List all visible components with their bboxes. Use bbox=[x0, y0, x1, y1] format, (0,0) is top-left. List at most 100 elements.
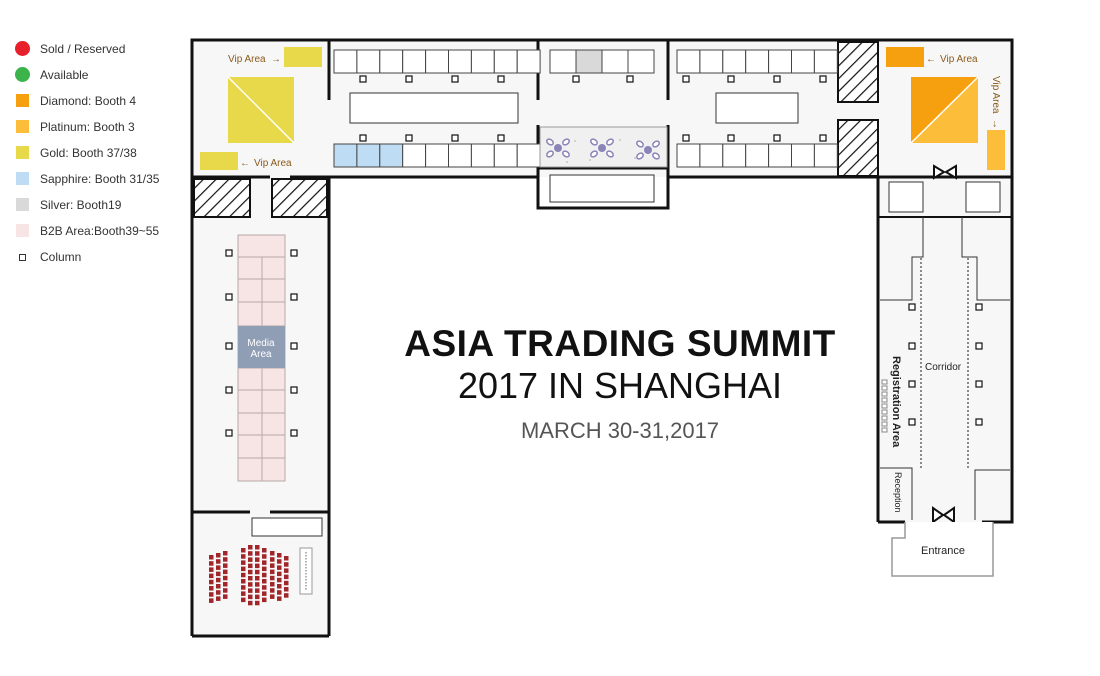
vip-booth[interactable] bbox=[284, 47, 322, 67]
seat bbox=[223, 557, 228, 562]
seat bbox=[223, 582, 228, 587]
booth[interactable] bbox=[768, 143, 792, 168]
booth[interactable] bbox=[425, 49, 450, 74]
column-marker bbox=[225, 249, 233, 257]
booth[interactable] bbox=[768, 49, 792, 74]
booth[interactable] bbox=[676, 143, 701, 168]
chair bbox=[881, 403, 888, 409]
legend-swatch bbox=[15, 41, 30, 56]
hatched-block bbox=[837, 119, 879, 177]
booth[interactable] bbox=[627, 49, 655, 74]
booth[interactable] bbox=[722, 143, 747, 168]
booth[interactable] bbox=[516, 49, 541, 74]
booth[interactable] bbox=[676, 49, 701, 74]
floor-pattern bbox=[574, 140, 576, 142]
booth[interactable] bbox=[745, 143, 770, 168]
media-area[interactable] bbox=[238, 326, 285, 368]
arrow-left-icon: ← bbox=[926, 54, 936, 65]
column-marker bbox=[908, 418, 916, 426]
seat bbox=[241, 585, 246, 590]
booth[interactable] bbox=[333, 49, 358, 74]
booth[interactable] bbox=[699, 49, 724, 74]
seat bbox=[255, 582, 260, 587]
vip-booth[interactable] bbox=[200, 152, 238, 170]
booth[interactable] bbox=[448, 143, 472, 168]
vip-booth-platinum[interactable] bbox=[987, 130, 1005, 170]
legend-item: Gold: Booth 37/38 bbox=[14, 144, 184, 170]
booth[interactable] bbox=[448, 49, 472, 74]
legend-swatch bbox=[16, 146, 29, 159]
legend-label: Sold / Reserved bbox=[40, 42, 126, 56]
booth[interactable] bbox=[722, 49, 747, 74]
booth[interactable] bbox=[470, 49, 495, 74]
seat bbox=[209, 561, 214, 566]
seat bbox=[216, 590, 221, 595]
booth[interactable] bbox=[791, 143, 815, 168]
booth[interactable] bbox=[791, 49, 815, 74]
seat bbox=[248, 600, 253, 606]
booth[interactable] bbox=[333, 143, 358, 168]
seat bbox=[223, 575, 228, 581]
booth[interactable] bbox=[379, 143, 404, 168]
booth[interactable] bbox=[402, 143, 427, 168]
column-marker bbox=[908, 303, 916, 311]
column-marker bbox=[290, 386, 298, 394]
booth[interactable] bbox=[493, 143, 518, 168]
hatched-block bbox=[193, 178, 251, 218]
booth-row-top-a bbox=[333, 49, 541, 74]
legend-label: Available bbox=[40, 68, 89, 82]
legend-label: Silver: Booth19 bbox=[40, 198, 122, 212]
seat bbox=[209, 573, 214, 579]
seat bbox=[241, 560, 246, 565]
column-marker bbox=[975, 380, 983, 388]
vip-booth-diamond[interactable] bbox=[886, 47, 924, 67]
lounge-chair bbox=[636, 140, 644, 148]
booth[interactable] bbox=[379, 49, 404, 74]
booth[interactable] bbox=[813, 49, 838, 74]
seat bbox=[277, 596, 282, 601]
event-title-block: ASIA TRADING SUMMIT 2017 IN SHANGHAI MAR… bbox=[380, 322, 860, 446]
legend-label: Diamond: Booth 4 bbox=[40, 94, 137, 108]
lounge-table bbox=[644, 146, 652, 154]
booth[interactable] bbox=[745, 49, 770, 74]
hatched-block bbox=[837, 41, 879, 103]
booth-diagonal bbox=[227, 76, 295, 144]
lounge-table bbox=[554, 144, 562, 152]
booth[interactable] bbox=[425, 143, 450, 168]
kiosk bbox=[965, 181, 1001, 213]
seat bbox=[277, 584, 282, 589]
seat bbox=[248, 576, 253, 581]
booth[interactable] bbox=[549, 49, 577, 74]
booth[interactable] bbox=[601, 49, 629, 74]
center-table bbox=[349, 92, 519, 124]
booth[interactable] bbox=[470, 143, 495, 168]
seat bbox=[248, 563, 253, 569]
seat bbox=[209, 567, 214, 572]
column-marker bbox=[451, 75, 459, 83]
column-marker bbox=[975, 342, 983, 350]
booth[interactable] bbox=[356, 143, 381, 168]
seat bbox=[255, 588, 260, 593]
booth[interactable] bbox=[813, 143, 838, 168]
booth[interactable] bbox=[402, 49, 427, 74]
seat bbox=[216, 596, 221, 601]
booth[interactable] bbox=[699, 143, 724, 168]
column-marker bbox=[682, 134, 690, 142]
booth[interactable] bbox=[356, 49, 381, 74]
seat bbox=[209, 592, 214, 597]
seat bbox=[241, 572, 246, 578]
legend-item: Sold / Reserved bbox=[14, 40, 184, 66]
booth[interactable] bbox=[516, 143, 541, 168]
column-marker bbox=[405, 134, 413, 142]
booth[interactable] bbox=[493, 49, 518, 74]
seat bbox=[284, 580, 289, 586]
seat bbox=[209, 555, 214, 560]
seat bbox=[255, 551, 260, 556]
vip-area-label-right-vertical: Vip Area bbox=[990, 76, 1001, 114]
column-marker bbox=[359, 75, 367, 83]
seat bbox=[216, 584, 221, 589]
booth[interactable] bbox=[575, 49, 603, 74]
seat bbox=[284, 593, 289, 598]
